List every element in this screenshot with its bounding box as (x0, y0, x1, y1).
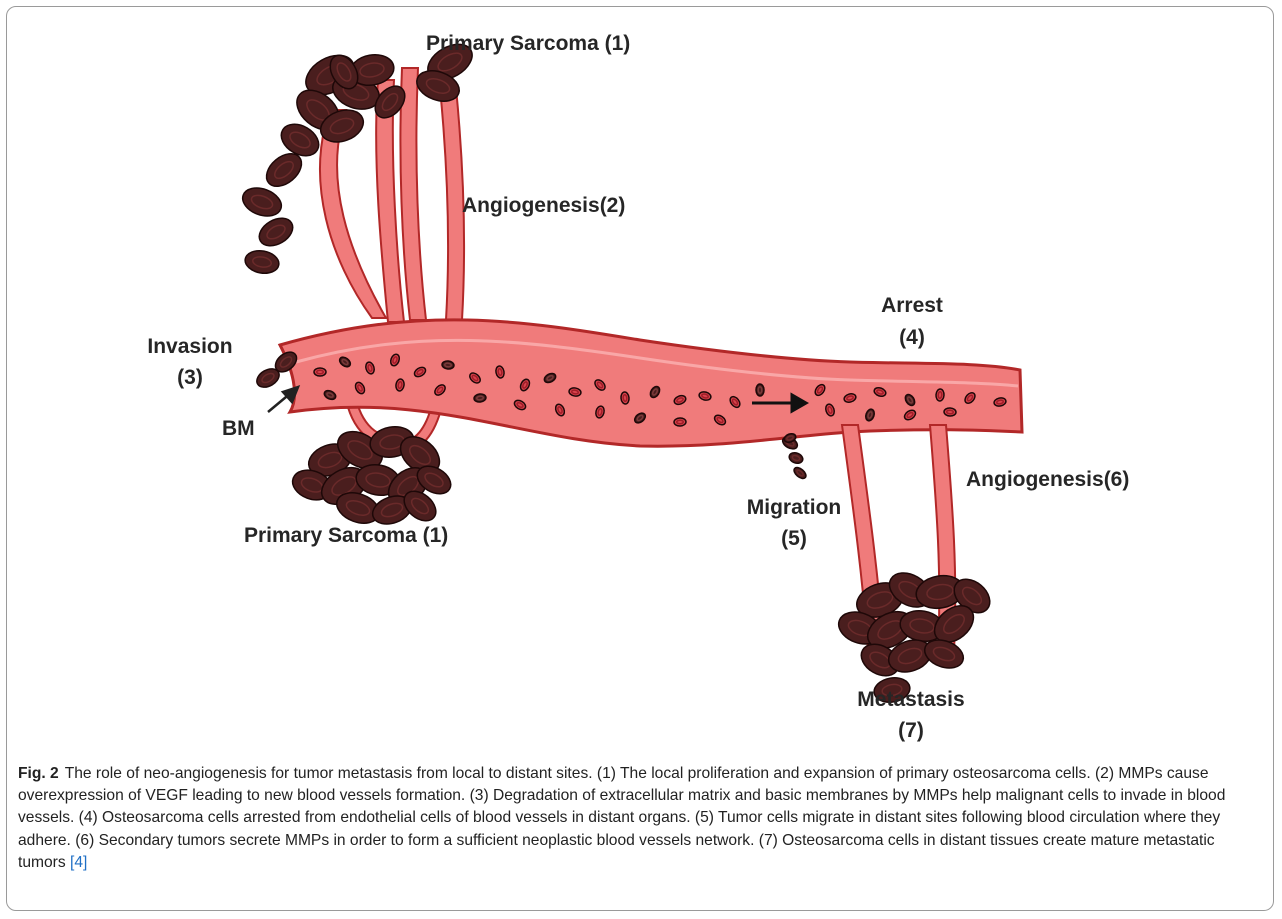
tumor-cell (788, 451, 805, 465)
tumor-cell (792, 465, 808, 480)
label-arrest: Arrest (881, 294, 943, 317)
primary-sarcoma-top-tumor (239, 37, 479, 276)
label-bm: BM (222, 417, 255, 440)
label-angiogenesis-6: Angiogenesis(6) (966, 468, 1129, 491)
label-migration-number: (5) (781, 527, 807, 550)
blood-cell (442, 360, 455, 369)
blood-cell (944, 408, 956, 417)
migrating-cells (781, 432, 808, 480)
blood-cell (314, 368, 326, 376)
label-invasion-number: (3) (177, 366, 203, 389)
citation-link[interactable]: [4] (70, 854, 87, 871)
figure-label: Fig. 2 (18, 765, 59, 782)
blood-cell (936, 389, 945, 402)
caption-text: The role of neo-angiogenesis for tumor m… (18, 765, 1225, 871)
figure-caption: Fig. 2The role of neo-angiogenesis for t… (18, 763, 1266, 874)
tumor-cell (243, 248, 280, 276)
tumor-cell (254, 213, 297, 252)
tumor-cell (239, 183, 285, 221)
label-primary-sarcoma-bottom: Primary Sarcoma (1) (244, 524, 448, 547)
label-migration: Migration (747, 496, 842, 519)
label-angiogenesis-2: Angiogenesis(2) (462, 194, 625, 217)
blood-cell (756, 384, 764, 396)
label-arrest-number: (4) (899, 326, 925, 349)
angiogenesis-diagram: Primary Sarcoma (1) Angiogenesis(2) Inva… (0, 0, 1282, 760)
label-primary-sarcoma-top: Primary Sarcoma (1) (426, 32, 630, 55)
blood-cell (674, 418, 686, 426)
label-metastasis: Metastasis (857, 688, 964, 711)
metastasis-tumor (834, 566, 996, 705)
primary-sarcoma-bottom-tumor (288, 423, 455, 529)
blood-cell (620, 392, 629, 405)
label-invasion: Invasion (147, 335, 232, 358)
label-metastasis-number: (7) (898, 719, 924, 742)
